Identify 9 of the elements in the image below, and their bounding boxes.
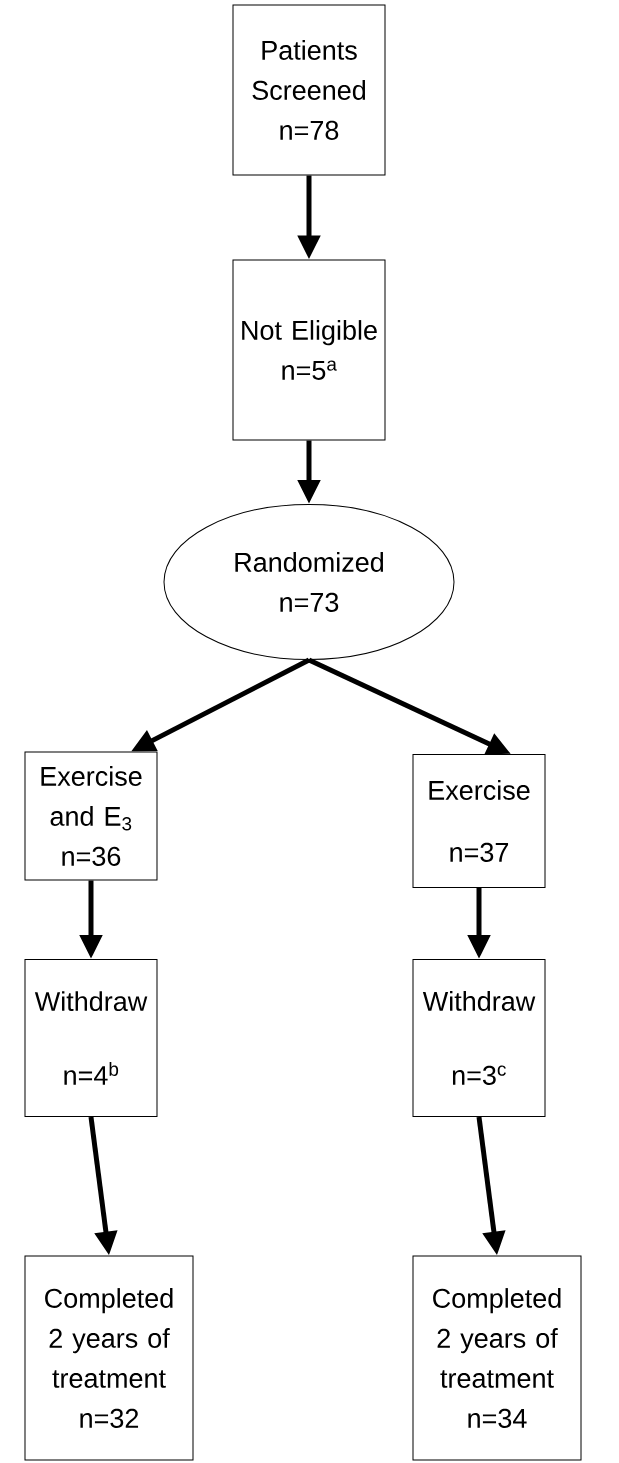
process-box: Completed 2 years of treatment n=32 [24, 1255, 194, 1461]
process-box: Withdraw n=4$^{b}$ [24, 959, 158, 1117]
process-box: Withdraw n=3$^{c}$ [412, 959, 546, 1117]
process-box: Patients Screened n=78 [232, 4, 386, 176]
process-box: Not Eligible n=5$^{a}$ [232, 259, 386, 441]
process-box: Exercise and E$_{3}$ n=36 [24, 751, 158, 881]
process-box: Exercise n=37 [412, 754, 546, 888]
ellipse-node: Randomized n=73 [163, 504, 455, 660]
process-box: Completed 2 years of treatment n=34 [412, 1255, 582, 1461]
